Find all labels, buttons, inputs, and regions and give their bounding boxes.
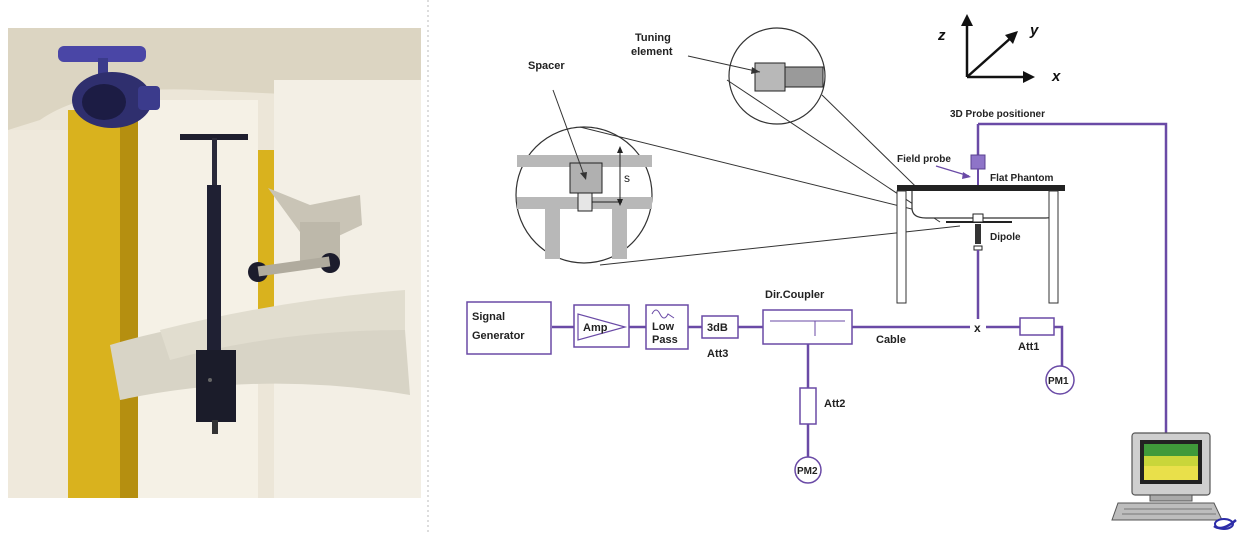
spacer-label: Spacer bbox=[528, 60, 565, 72]
xyz-axes bbox=[961, 14, 1035, 83]
knob bbox=[58, 46, 160, 128]
tuning-element-zoom bbox=[687, 27, 949, 223]
signal-generator-box bbox=[466, 301, 552, 355]
dipole bbox=[946, 213, 1012, 319]
axis-z-label: z bbox=[937, 27, 946, 44]
axis-y-label: y bbox=[1029, 22, 1039, 39]
amp-label: Amp bbox=[583, 322, 608, 334]
attenuator-3db-label: 3dB bbox=[707, 322, 728, 334]
low-pass-label-2: Pass bbox=[652, 334, 678, 346]
low-pass-label-1: Low bbox=[652, 321, 674, 333]
junction-x-label: x bbox=[974, 321, 981, 335]
pm2-meter bbox=[794, 456, 822, 484]
dir-coupler-label: Dir.Coupler bbox=[765, 289, 825, 301]
computer-icon bbox=[1111, 432, 1237, 530]
cable-label: Cable bbox=[876, 334, 906, 346]
tuning-element-label-2: element bbox=[631, 46, 673, 58]
probe-positioner-label: 3D Probe positioner bbox=[950, 109, 1045, 120]
tuning-element-label-1: Tuning bbox=[635, 32, 671, 44]
signal-generator-label-2: Generator bbox=[472, 330, 525, 342]
pm2-label: PM2 bbox=[797, 466, 818, 477]
attenuator-3db-box bbox=[701, 315, 739, 339]
pm1-meter bbox=[1045, 365, 1075, 395]
signal-generator-label-1: Signal bbox=[472, 311, 505, 323]
spacer-zoom bbox=[515, 89, 961, 266]
holder-rod bbox=[180, 134, 248, 434]
att1-label: Att1 bbox=[1018, 341, 1039, 353]
spacing-s-label: s bbox=[624, 171, 630, 185]
side-clamp bbox=[248, 188, 362, 282]
field-probe bbox=[970, 154, 986, 170]
axis-x-label: x bbox=[1051, 68, 1061, 85]
att2-label: Att2 bbox=[824, 398, 845, 410]
att3-label: Att3 bbox=[707, 348, 728, 360]
att2-box bbox=[799, 387, 817, 425]
dipole-holder-photo bbox=[8, 28, 421, 498]
flat-phantom-table bbox=[896, 185, 1065, 304]
directional-coupler-box bbox=[762, 309, 853, 345]
flat-phantom-label: Flat Phantom bbox=[990, 173, 1053, 184]
att1-box bbox=[1019, 317, 1055, 336]
dipole-label: Dipole bbox=[990, 232, 1021, 243]
positioner-cable bbox=[978, 122, 1168, 438]
pm1-label: PM1 bbox=[1048, 376, 1069, 387]
field-probe-label: Field probe bbox=[897, 154, 951, 165]
